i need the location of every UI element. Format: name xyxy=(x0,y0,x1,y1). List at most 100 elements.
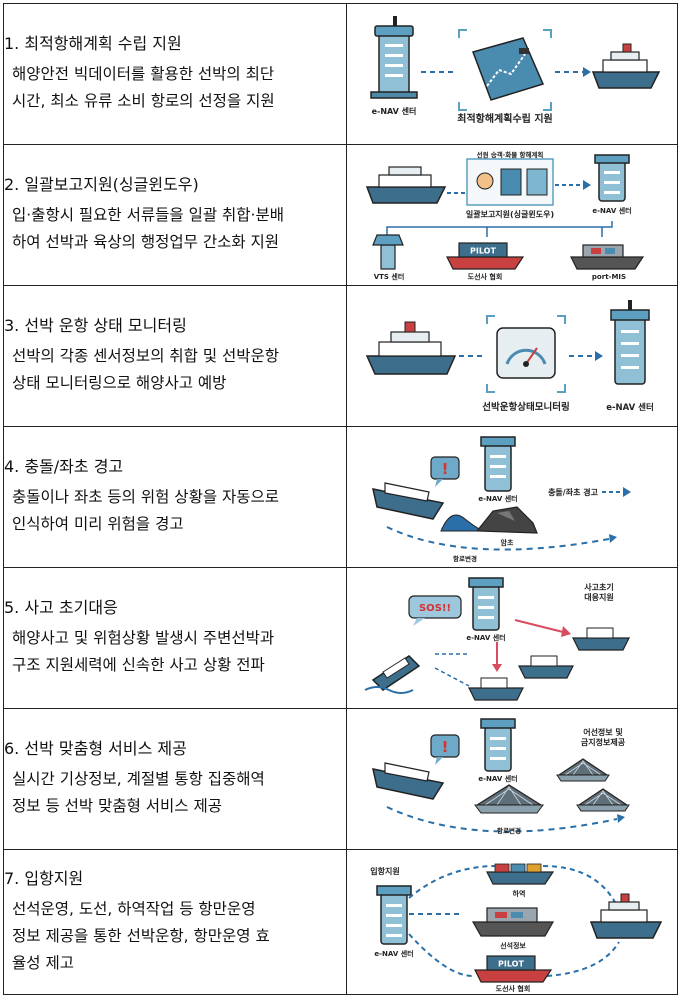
center-label: e-NAV 센터 xyxy=(374,949,413,958)
port-entry-illustration: 입항지원 e-NAV 센터 xyxy=(370,863,663,992)
row-description: 선박의 각종 센서정보의 취합 및 선박운항 상태 모니터링으로 해양사고 예방 xyxy=(4,343,346,397)
table-row: 7. 입항지원 선석운영, 도선, 하역작업 등 항만운영 정보 제공을 통한 … xyxy=(3,849,678,995)
description-line: 정보 등 선박 맞춤형 서비스 제공 xyxy=(12,797,223,815)
berth-label: 선석정보 xyxy=(500,941,526,950)
route-map-icon xyxy=(458,29,552,111)
row-title: 5. 사고 초기대응 xyxy=(4,598,118,617)
reef-label: 암초 xyxy=(501,538,514,547)
description-line: 해양안전 빅데이터를 활용한 선박의 최단 xyxy=(12,65,275,83)
monitoring-illustration: 선박운항상태모니터링 e-NAV 센터 xyxy=(365,300,654,413)
center-label: e-NAV 센터 xyxy=(606,402,654,413)
rescue-ship-icon xyxy=(572,627,630,651)
description-line: 충돌이나 좌초 등의 위험 상황을 자동으로 xyxy=(12,488,280,506)
table-row: 5. 사고 초기대응 해양사고 및 위험상황 발생시 주변선박과 구조 지원세력… xyxy=(3,567,678,709)
route-label: 항로변경 xyxy=(497,826,521,835)
rescue-ship-icon xyxy=(518,655,574,679)
ship-icon xyxy=(591,43,661,89)
enav-center-tower-icon xyxy=(376,885,412,945)
row-description: 해양안전 빅데이터를 활용한 선박의 최단 시간, 최소 유류 소비 항로의 선… xyxy=(4,61,346,115)
custom-service-illustration: ! e-NAV 센터 어선정보 및 금지정보제공 xyxy=(372,718,630,835)
ship-icon xyxy=(365,321,457,375)
pilot-label: 도선사 협회 xyxy=(496,984,531,992)
response-label-line-2: 대응지원 xyxy=(584,592,613,602)
entry-label: 입항지원 xyxy=(370,866,399,876)
rescue-ship-icon xyxy=(468,677,524,701)
pilot-label: 도선사 협회 xyxy=(468,272,503,281)
ship-icon xyxy=(365,166,447,204)
pilot-boat-icon: PILOT xyxy=(474,955,553,983)
description-line: 선석운영, 도선, 하역작업 등 항만운영 xyxy=(12,899,256,918)
row-text-cell: 7. 입항지원 선석운영, 도선, 하역작업 등 항만운영 정보 제공을 통한 … xyxy=(3,849,347,995)
table-row: 3. 선박 운항 상태 모니터링 선박의 각종 센서정보의 취합 및 선박운항 … xyxy=(3,285,678,427)
service-table: 1. 최적항해계획 수립 지원 해양안전 빅데이터를 활용한 선박의 최단 시간… xyxy=(3,3,678,995)
enav-center-tower-icon xyxy=(610,300,650,385)
center-label: e-NAV 센터 xyxy=(478,494,517,503)
row-illustration-cell: SOS!! e-NAV 센터 사고초기 대응지원 xyxy=(346,567,678,709)
sos-text: SOS!! xyxy=(419,603,451,614)
row-illustration-cell: e-NAV 센터 최적항해계획수립 지원 xyxy=(346,3,678,145)
row-illustration-cell: ! e-NAV 센터 충돌/좌초 경고 xyxy=(346,426,678,568)
table-row: 1. 최적항해계획 수립 지원 해양안전 빅데이터를 활용한 선박의 최단 시간… xyxy=(3,3,678,145)
description-line: 실시간 기상정보, 계절별 통항 집중해역 xyxy=(12,770,265,788)
description-line: 해양사고 및 위험상황 발생시 주변선박과 xyxy=(12,629,275,647)
main-label: 최적항해계획수립 지원 xyxy=(457,112,552,125)
row-illustration-cell: 선박운항상태모니터링 e-NAV 센터 xyxy=(346,285,678,427)
cargo-label: 하역 xyxy=(513,889,526,898)
pilot-sign: PILOT xyxy=(498,960,524,969)
alert-bubble-icon: ! xyxy=(430,456,460,487)
row-description: 입·출항시 필요한 서류들을 일괄 취합·분배 하여 선박과 육상의 행정업무 … xyxy=(4,202,346,256)
pilot-sign: PILOT xyxy=(470,247,496,256)
port-terminal-icon xyxy=(570,244,645,270)
single-window-illustration: 선원 승객·화물 항해계획 일괄보고지원(싱글윈도우) e-NAV 센터 xyxy=(365,150,645,281)
center-label: e-NAV 센터 xyxy=(372,106,417,116)
ship-icon xyxy=(372,482,445,520)
row-description: 실시간 기상정보, 계절별 통항 집중해역 정보 등 선박 맞춤형 서비스 제공 xyxy=(4,766,346,820)
enav-center-tower-icon xyxy=(468,577,504,631)
wave-icon xyxy=(440,514,484,532)
collision-warning-illustration: ! e-NAV 센터 충돌/좌초 경고 xyxy=(372,436,631,563)
row-text-cell: 4. 충돌/좌초 경고 충돌이나 좌초 등의 위험 상황을 자동으로 인식하여 … xyxy=(3,426,347,568)
row-illustration-cell: 선원 승객·화물 항해계획 일괄보고지원(싱글윈도우) e-NAV 센터 xyxy=(346,144,678,286)
fishing-net-icon xyxy=(576,788,630,812)
accident-response-illustration: SOS!! e-NAV 센터 사고초기 대응지원 xyxy=(364,577,630,701)
documents-icon xyxy=(466,158,554,206)
alert-mark: ! xyxy=(442,738,449,756)
enav-center-tower-icon xyxy=(594,154,630,202)
description-line: 선박의 각종 센서정보의 취합 및 선박운항 xyxy=(12,347,280,365)
row-illustration-cell: ! e-NAV 센터 어선정보 및 금지정보제공 xyxy=(346,708,678,850)
row-text-cell: 3. 선박 운항 상태 모니터링 선박의 각종 센서정보의 취합 및 선박운항 … xyxy=(3,285,347,427)
center-label: e-NAV 센터 xyxy=(466,633,505,642)
info-label-line-1: 어선정보 및 xyxy=(583,727,623,737)
gauge-monitor-icon xyxy=(486,315,566,393)
pilot-boat-icon: PILOT xyxy=(446,242,525,270)
alert-bubble-icon: ! xyxy=(430,734,460,765)
vts-tower-icon xyxy=(372,234,404,270)
ship-icon xyxy=(589,893,663,939)
row-description: 충돌이나 좌초 등의 위험 상황을 자동으로 인식하여 미리 위험을 경고 xyxy=(4,484,346,538)
description-line: 인식하여 미리 위험을 경고 xyxy=(12,515,184,533)
row-title: 6. 선박 맞춤형 서비스 제공 xyxy=(4,739,187,758)
port-terminal-icon xyxy=(471,907,555,937)
row-title: 4. 충돌/좌초 경고 xyxy=(4,457,124,476)
description-line: 시간, 최소 유류 소비 항로의 선정을 지원 xyxy=(12,92,275,110)
route-label: 항로변경 xyxy=(453,554,477,563)
description-line: 하여 선박과 육상의 행정업무 간소화 지원 xyxy=(12,233,280,251)
center-label: e-NAV 센터 xyxy=(592,206,631,215)
row-text-cell: 1. 최적항해계획 수립 지원 해양안전 빅데이터를 활용한 선박의 최단 시간… xyxy=(3,3,347,145)
reef-rock-icon xyxy=(475,506,538,534)
description-line: 정보 제공을 통한 선박운항, 항만운영 효 xyxy=(12,926,270,945)
table-row: 4. 충돌/좌초 경고 충돌이나 좌초 등의 위험 상황을 자동으로 인식하여 … xyxy=(3,426,678,568)
row-text-cell: 6. 선박 맞춤형 서비스 제공 실시간 기상정보, 계절별 통항 집중해역 정… xyxy=(3,708,347,850)
main-label: 일괄보고지원(싱글윈도우) xyxy=(466,209,554,219)
port-label: port-MIS xyxy=(592,273,626,281)
sinking-ship-icon xyxy=(364,655,421,694)
description-line: 상태 모니터링으로 해양사고 예방 xyxy=(12,374,227,392)
cargo-ship-icon xyxy=(486,863,555,885)
table-row: 6. 선박 맞춤형 서비스 제공 실시간 기상정보, 계절별 통항 집중해역 정… xyxy=(3,708,678,850)
center-label: e-NAV 센터 xyxy=(478,774,517,783)
row-illustration-cell: 입항지원 e-NAV 센터 xyxy=(346,849,678,995)
row-title: 3. 선박 운항 상태 모니터링 xyxy=(4,316,187,335)
response-label-line-1: 사고초기 xyxy=(584,582,613,592)
sos-bubble-icon: SOS!! xyxy=(408,595,462,626)
row-text-cell: 5. 사고 초기대응 해양사고 및 위험상황 발생시 주변선박과 구조 지원세력… xyxy=(3,567,347,709)
